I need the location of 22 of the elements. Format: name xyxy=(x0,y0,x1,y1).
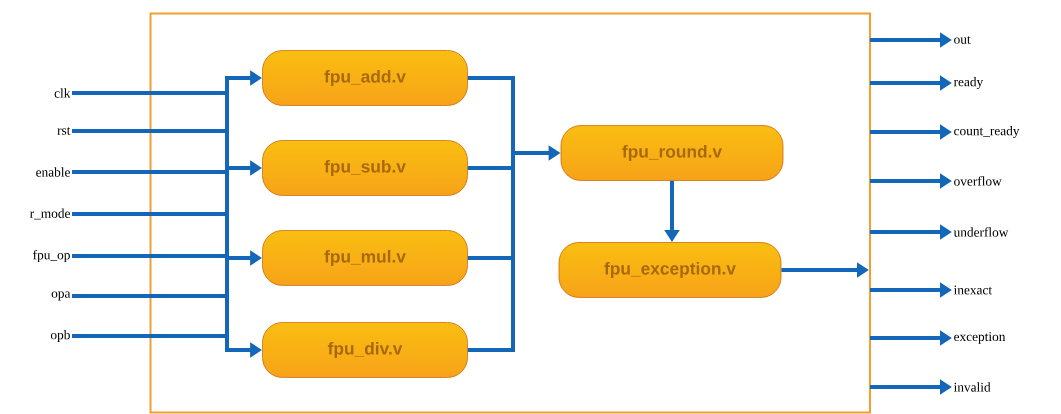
signal-label: opb xyxy=(50,329,70,343)
signal-label: exception xyxy=(954,332,1006,344)
signal-label: enable xyxy=(36,167,70,177)
signal-label: invalid xyxy=(953,382,991,392)
signal-label: out xyxy=(954,36,971,44)
frame-box xyxy=(149,12,871,414)
module-box: fpu_div.v xyxy=(262,322,468,378)
signal-label: inexact xyxy=(953,285,993,295)
module-box: fpu_add.v xyxy=(262,50,468,106)
signal-label: opa xyxy=(51,291,71,301)
signal-label: fpu_op xyxy=(33,249,70,263)
signal-label: r_mode xyxy=(29,208,70,220)
module-box: fpu_round.v xyxy=(560,125,784,181)
signal-label: underflow xyxy=(953,227,1009,237)
signal-label: ready xyxy=(953,76,984,90)
module-box: fpu_sub.v xyxy=(262,140,468,196)
signal-label: overflow xyxy=(954,176,1002,186)
signal-label: clk xyxy=(54,88,71,98)
module-box: fpu_exception.v xyxy=(558,242,782,298)
signal-label: rst xyxy=(57,127,71,135)
signal-label: count_ready xyxy=(954,125,1020,139)
module-box: fpu_mul.v xyxy=(262,230,468,286)
